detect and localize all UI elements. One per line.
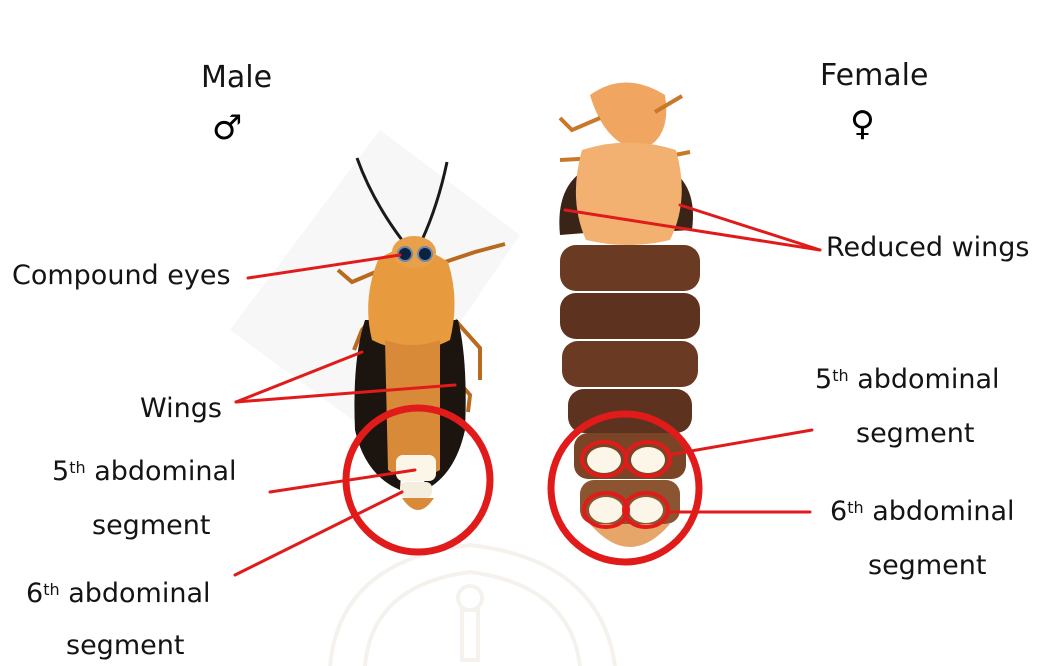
female-seg6-label-line2: segment (868, 550, 986, 582)
male-light-organ-5th (396, 455, 436, 481)
male-light-organ-6th (400, 482, 432, 498)
male-seg5-num: 5 (52, 456, 69, 487)
male-tail (402, 498, 434, 510)
male-seg5-label-line2: segment (92, 510, 210, 542)
female-reduced-wings-label: Reduced wings (826, 232, 1030, 264)
female-firefly (559, 83, 700, 548)
male-wings-label: Wings (140, 393, 222, 425)
female-seg5-label: 5th abdominal (815, 364, 1000, 396)
male-seg6-label: 6th abdominal (26, 578, 211, 610)
female-wings-pointer-b (680, 205, 820, 250)
female-title: Female (820, 60, 928, 92)
female-seg5-label-line2: segment (856, 418, 974, 450)
male-compound-eyes-label: Compound eyes (12, 260, 231, 292)
male-symbol-icon: ♂ (212, 110, 242, 146)
male-seg5-word: abdominal (94, 456, 236, 487)
female-segments (560, 245, 700, 547)
female-head (590, 83, 666, 151)
female-light-organ-6th-left (589, 497, 623, 523)
male-title: Male (201, 62, 272, 94)
female-light-organ-6th-right (629, 497, 663, 523)
male-seg6-label-line2: segment (66, 630, 184, 662)
female-thorax (576, 143, 682, 246)
female-seg6-sup: th (847, 498, 863, 517)
female-seg5-num: 5 (815, 364, 832, 395)
female-seg5-sup: th (832, 366, 848, 385)
female-seg6-num: 6 (830, 496, 847, 527)
female-light-organ-5th-left (587, 447, 621, 473)
male-seg5-sup: th (69, 458, 85, 477)
male-seg6-word: abdominal (68, 578, 210, 609)
female-seg5-word: abdominal (857, 364, 999, 395)
female-light-organ-5th-right (631, 447, 665, 473)
male-seg5-label: 5th abdominal (52, 456, 237, 488)
male-seg6-sup: th (43, 580, 59, 599)
female-symbol-icon: ♀ (850, 106, 875, 142)
male-seg6-num: 6 (26, 578, 43, 609)
female-seg6-label: 6th abdominal (830, 496, 1015, 528)
male-eye-right (418, 247, 432, 261)
watermark-seal (330, 545, 615, 666)
male-seg6-pointer (235, 492, 402, 575)
female-seg6-word: abdominal (872, 496, 1014, 527)
